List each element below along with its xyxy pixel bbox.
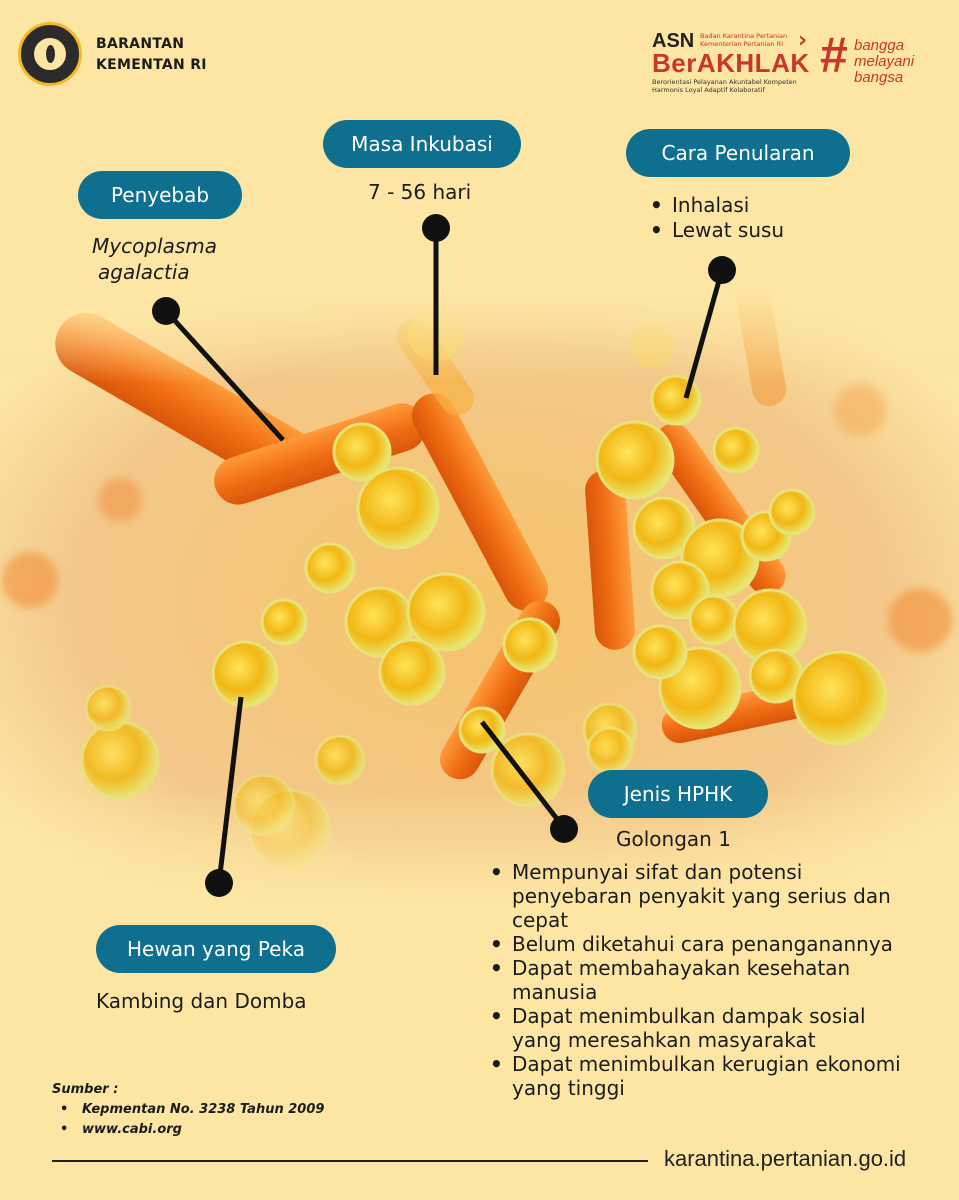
source-list: Kepmentan No. 3238 Tahun 2009 www.cabi.o…: [52, 1100, 324, 1140]
berakhlak-subtitle: Berorientasi Pelayanan Akuntabel Kompete…: [652, 78, 797, 94]
asn-berakhlak-logo: ASN Badan Karantina Pertanian Kementeria…: [652, 28, 812, 100]
penyebab-pill: Penyebab: [78, 171, 242, 219]
jenis-hphk-pill: Jenis HPHK: [588, 770, 768, 818]
list-item: Dapat menimbulkan dampak sosial yang mer…: [490, 1004, 910, 1052]
list-item: Dapat menimbulkan kerugian ekonomi yang …: [490, 1052, 910, 1100]
org-line2: KEMENTAN RI: [96, 57, 207, 73]
org-name: BARANTAN KEMENTAN RI: [96, 34, 207, 76]
list-item: Lewat susu: [650, 218, 784, 243]
hewan-peka-pill: Hewan yang Peka: [96, 925, 336, 973]
footer-url[interactable]: karantina.pertanian.go.id: [664, 1146, 907, 1171]
hewan-peka-value: Kambing dan Domba: [96, 989, 307, 1013]
penyebab-value-line1: Mycoplasma: [92, 234, 217, 258]
hashtag-icon: #: [820, 27, 848, 83]
asn-agency: Badan Karantina Pertanian Kementerian Pe…: [700, 32, 788, 48]
asn-label: ASN: [652, 30, 695, 52]
barantan-logo: [18, 22, 82, 86]
pointer-dot-penyebab: [152, 297, 180, 325]
list-item: Mempunyai sifat dan potensi penyebaran p…: [490, 860, 910, 932]
masa-inkubasi-pill: Masa Inkubasi: [323, 120, 521, 168]
list-item: Dapat membahayakan kesehatan manusia: [490, 956, 910, 1004]
source-block: Sumber : Kepmentan No. 3238 Tahun 2009 w…: [52, 1080, 324, 1140]
connector-jenis-hphk: [480, 720, 566, 830]
source-title: Sumber :: [52, 1082, 119, 1097]
jenis-hphk-list: Mempunyai sifat dan potensi penyebaran p…: [490, 860, 910, 1100]
bangga-line3: bangsa: [854, 69, 904, 86]
list-item: www.cabi.org: [60, 1120, 324, 1140]
chevron-right-icon: ›: [798, 28, 808, 53]
footer-divider: [52, 1160, 648, 1162]
penyebab-value-line2: agalactia: [98, 260, 190, 284]
pointer-dot-jenis-hphk: [550, 815, 578, 843]
connector-cara-penularan: [683, 269, 725, 399]
pointer-dot-hewan-peka: [205, 869, 233, 897]
bangga-melayani-logo: # bangga melayani bangsa: [820, 30, 940, 90]
bangga-line1: bangga: [854, 37, 905, 54]
cara-penularan-pill: Cara Penularan: [626, 129, 850, 177]
berakhlak-label: BerAKHLAK: [652, 48, 810, 78]
bacteria-illustration: [0, 290, 959, 910]
masa-inkubasi-value: 7 - 56 hari: [368, 180, 472, 204]
org-line1: BARANTAN: [96, 36, 185, 52]
list-item: Inhalasi: [650, 193, 784, 218]
jenis-hphk-golongan: Golongan 1: [616, 827, 731, 851]
pointer-dot-masa-inkubasi: [422, 214, 450, 242]
cara-penularan-list: Inhalasi Lewat susu: [650, 193, 784, 243]
pointer-dot-cara-penularan: [708, 256, 736, 284]
penyebab-value: Mycoplasma agalactia: [92, 233, 217, 285]
list-item: Belum diketahui cara penanganannya: [490, 932, 910, 956]
bangga-line2: melayani: [854, 53, 915, 70]
connector-penyebab: [164, 309, 285, 442]
list-item: Kepmentan No. 3238 Tahun 2009: [60, 1100, 324, 1120]
connector-hewan-peka: [216, 696, 244, 884]
